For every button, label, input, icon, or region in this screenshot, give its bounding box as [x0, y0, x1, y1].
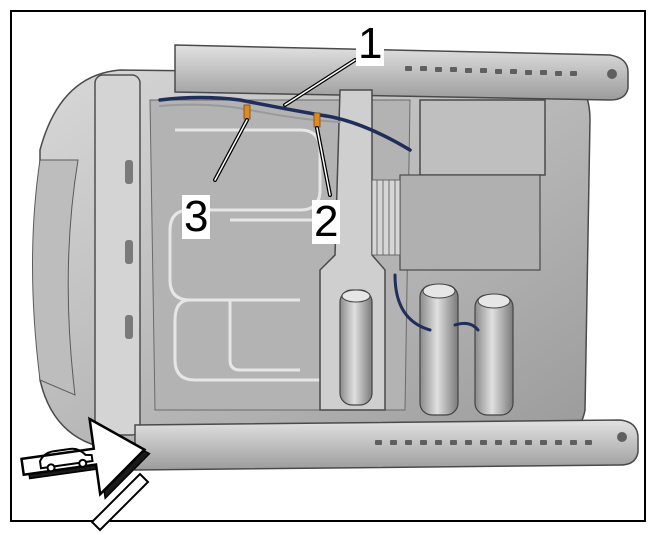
harness-clip-3 [243, 104, 251, 120]
callout-leader-lines-inner [214, 59, 356, 196]
callout-3: 3 [182, 192, 211, 241]
callout-2: 2 [312, 197, 341, 246]
seat-left-frame-bar [94, 74, 141, 436]
top-rail-holes [405, 66, 617, 79]
seat-left-bolster [32, 159, 79, 396]
vehicle-forward-arrow-icon [20, 416, 151, 532]
callout-1: 1 [356, 19, 385, 68]
seat-adjust-motor-left [339, 289, 373, 406]
harness-clip-2 [313, 112, 321, 128]
seat-adjust-motor-middle [419, 283, 459, 416]
seat-rail-top [174, 44, 629, 101]
module-heat-sink [371, 179, 401, 256]
seat-module-lower [399, 174, 541, 271]
seat-adjust-motor-right [474, 293, 514, 416]
car-icon [38, 447, 94, 473]
seat-control-module [419, 99, 546, 176]
seat-rail-bottom [134, 419, 639, 471]
bottom-rail-holes [375, 432, 627, 445]
left-frame-slots [125, 160, 133, 339]
